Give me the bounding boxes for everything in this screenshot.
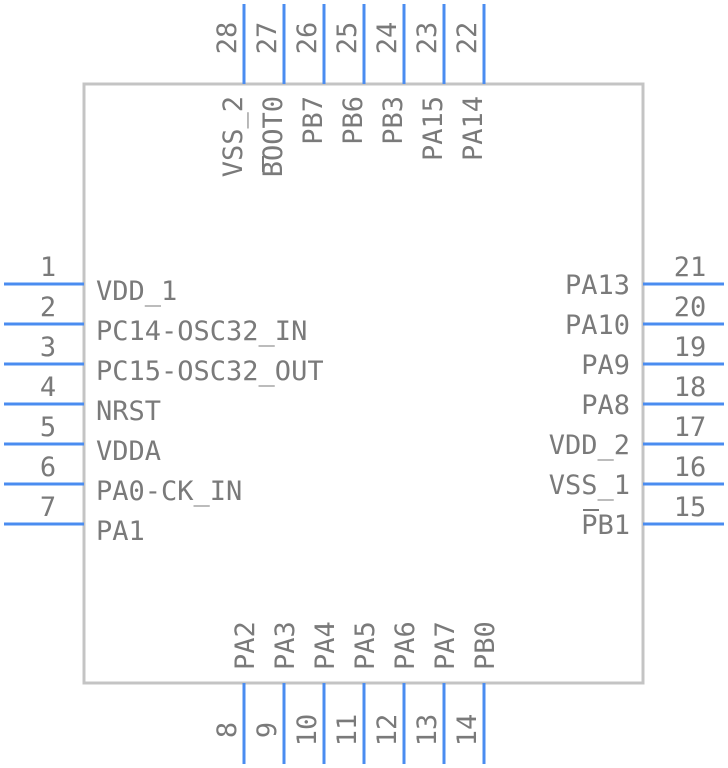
pin-name: PA7 <box>430 621 461 670</box>
pin-number: 5 <box>40 412 56 443</box>
pin-number: 2 <box>40 292 56 323</box>
pin-12: 12 PA6 <box>372 621 421 764</box>
pin-name: PA13 <box>565 270 630 301</box>
pin-number: 4 <box>40 372 56 403</box>
pin-name: VSS_2 <box>218 96 249 177</box>
pin-name: PB0 <box>470 621 501 670</box>
pin-number: 24 <box>372 22 403 55</box>
pin-number: 16 <box>674 452 707 483</box>
pin-number: 28 <box>212 22 243 55</box>
pin-number: 18 <box>674 372 707 403</box>
pin-number: 19 <box>674 332 707 363</box>
pin-name: PA1 <box>96 516 145 547</box>
pin-name: PA5 <box>350 621 381 670</box>
pin-name: PA9 <box>581 350 630 381</box>
pin-number: 14 <box>452 714 483 747</box>
pin-number: 7 <box>40 492 56 523</box>
pin-name: PC14-OSC32_IN <box>96 316 307 347</box>
pin-number: 17 <box>674 412 707 443</box>
pin-number: 25 <box>332 22 363 55</box>
pin-number: 15 <box>674 492 707 523</box>
pin-8: 8 PA2 <box>212 621 261 764</box>
pin-name: PB7 <box>298 96 329 145</box>
pin-name: VDDA <box>96 436 161 467</box>
pin-10: 10 PA4 <box>292 621 341 764</box>
ic-body <box>82 82 645 685</box>
pin-name: PA14 <box>458 96 489 161</box>
pin-number: 21 <box>674 252 707 283</box>
pin-name: VSS_1 <box>549 470 630 501</box>
pin-number: 12 <box>372 714 403 747</box>
pin-name: PA10 <box>565 310 630 341</box>
pin-number: 26 <box>292 22 323 55</box>
pin-number: 10 <box>292 714 323 747</box>
pin-number: 13 <box>412 714 443 747</box>
pin-number: 3 <box>40 332 56 363</box>
pin-number: 8 <box>212 722 243 738</box>
pin-name: PB1 <box>581 510 630 541</box>
pin-number: 22 <box>452 22 483 55</box>
pin-name: NRST <box>96 396 161 427</box>
pin-number: 27 <box>252 22 283 55</box>
pin-number: 20 <box>674 292 707 323</box>
pin-number: 9 <box>252 722 283 738</box>
pin-name: PC15-OSC32_OUT <box>96 356 324 387</box>
pin-name: PA3 <box>270 621 301 670</box>
pin-name: PA0-CK_IN <box>96 476 242 507</box>
pin-name: PA6 <box>390 621 421 670</box>
pin-name: VDD_2 <box>549 430 630 461</box>
pin-14: 14 PB0 <box>452 621 501 764</box>
pin-name: PA2 <box>230 621 261 670</box>
pin-name: PA4 <box>310 621 341 670</box>
pin-13: 13 PA7 <box>412 621 461 764</box>
pin-name: VDD_1 <box>96 276 177 307</box>
pin-number: 23 <box>412 22 443 55</box>
pin-number: 11 <box>332 714 363 747</box>
pin-9: 9 PA3 <box>252 621 301 764</box>
pin-name: PB3 <box>378 96 409 145</box>
pin-number: 6 <box>40 452 56 483</box>
pin-number: 1 <box>40 252 56 283</box>
pin-11: 11 PA5 <box>332 621 381 764</box>
pin-name: PA8 <box>581 390 630 421</box>
pin-name: PA15 <box>418 96 449 161</box>
pin-name: PB6 <box>338 96 369 145</box>
